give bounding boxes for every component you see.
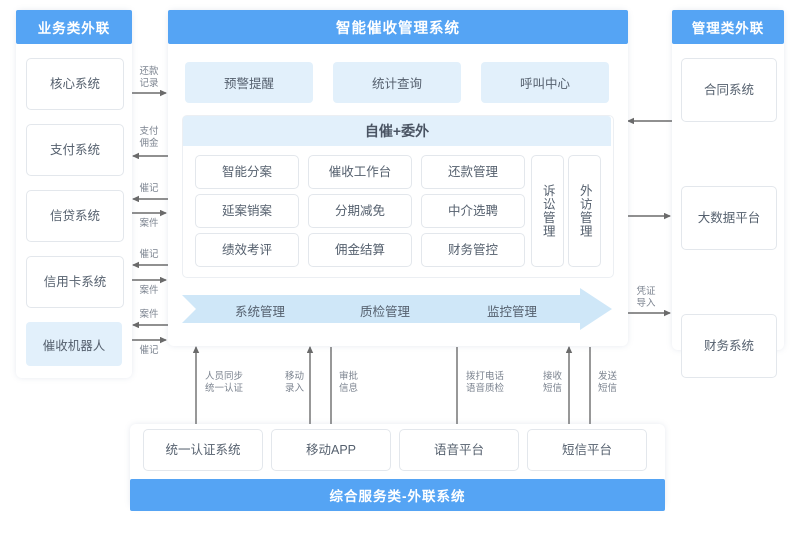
left-connector-label-case-3: 案件 <box>139 309 159 320</box>
left-item-credit-system[interactable]: 信贷系统 <box>26 190 124 242</box>
module-case-delay-cancel[interactable]: 延案销案 <box>195 194 299 228</box>
bottom-footer-bar: 综合服务类-外联系统 <box>130 479 665 511</box>
left-connector-label-payment-commission: 支付 佣金 <box>139 126 159 149</box>
left-connector-label-case-2: 案件 <box>139 285 159 296</box>
left-column-header: 业务类外联 <box>16 10 132 44</box>
left-item-core-system[interactable]: 核心系统 <box>26 58 124 110</box>
left-connector-label-repayment-record: 还款 记录 <box>139 66 159 89</box>
left-item-credit-card-system[interactable]: 信用卡系统 <box>26 256 124 308</box>
bottom-connector-label-receive-sms: 接收 短信 <box>543 371 563 394</box>
management-banner <box>182 288 612 330</box>
center-panel-header: 智能催收管理系统 <box>168 10 628 44</box>
right-column-header: 管理类外联 <box>672 10 784 44</box>
bottom-item-sms-platform[interactable]: 短信平台 <box>527 429 647 471</box>
bottom-connector-label-staff-sync-unified-auth: 人员同步 统一认证 <box>205 371 244 394</box>
module-performance-appraisal[interactable]: 绩效考评 <box>195 233 299 267</box>
bottom-item-unified-auth-system[interactable]: 统一认证系统 <box>143 429 263 471</box>
management-banner-shape <box>182 288 612 330</box>
module-collection-workbench[interactable]: 催收工作台 <box>308 155 412 189</box>
right-item-big-data-platform[interactable]: 大数据平台 <box>681 186 777 250</box>
left-connector-label-collection-note-3: 催记 <box>139 345 159 356</box>
right-item-finance-system[interactable]: 财务系统 <box>681 314 777 378</box>
module-repayment-management[interactable]: 还款管理 <box>421 155 525 189</box>
bottom-connector-label-approval-info: 审批 信息 <box>339 371 359 394</box>
left-item-collection-robot[interactable]: 催收机器人 <box>26 322 122 366</box>
bottom-item-voice-platform[interactable]: 语音平台 <box>399 429 519 471</box>
module-agency-recruitment[interactable]: 中介选聘 <box>421 194 525 228</box>
module-commission-settlement[interactable]: 佣金结算 <box>308 233 412 267</box>
left-item-payment-system[interactable]: 支付系统 <box>26 124 124 176</box>
bottom-item-mobile-app[interactable]: 移动APP <box>271 429 391 471</box>
right-connector-label-voucher-import: 凭证 导入 <box>636 286 656 309</box>
bottom-connector-label-mobile-entry: 移动 录入 <box>285 371 305 394</box>
banner-module-monitoring-management[interactable]: 监控管理 <box>486 305 537 319</box>
module-smart-case-assignment[interactable]: 智能分案 <box>195 155 299 189</box>
self-outsource-section-title: 自催+委外 <box>183 116 611 146</box>
left-connector-label-case-1: 案件 <box>139 218 159 229</box>
module-field-visit-management[interactable]: 外访管理 <box>568 155 601 267</box>
module-financial-control[interactable]: 财务管控 <box>421 233 525 267</box>
banner-module-system-management[interactable]: 系统管理 <box>234 305 285 319</box>
bottom-connector-label-dial-voice-quality: 拨打电话 语音质检 <box>466 371 505 394</box>
center-module-statistics-query[interactable]: 统计查询 <box>333 62 461 103</box>
module-litigation-management[interactable]: 诉讼管理 <box>531 155 564 267</box>
left-connector-label-collection-note-1: 催记 <box>139 183 159 194</box>
right-item-contract-system[interactable]: 合同系统 <box>681 58 777 122</box>
banner-module-quality-management[interactable]: 质检管理 <box>359 305 410 319</box>
center-module-warning-reminder[interactable]: 预警提醒 <box>185 62 313 103</box>
bottom-connector-label-send-sms: 发送 短信 <box>598 371 618 394</box>
left-connector-label-collection-note-2: 催记 <box>139 249 159 260</box>
center-module-call-center[interactable]: 呼叫中心 <box>481 62 609 103</box>
module-installment-reduction[interactable]: 分期减免 <box>308 194 412 228</box>
